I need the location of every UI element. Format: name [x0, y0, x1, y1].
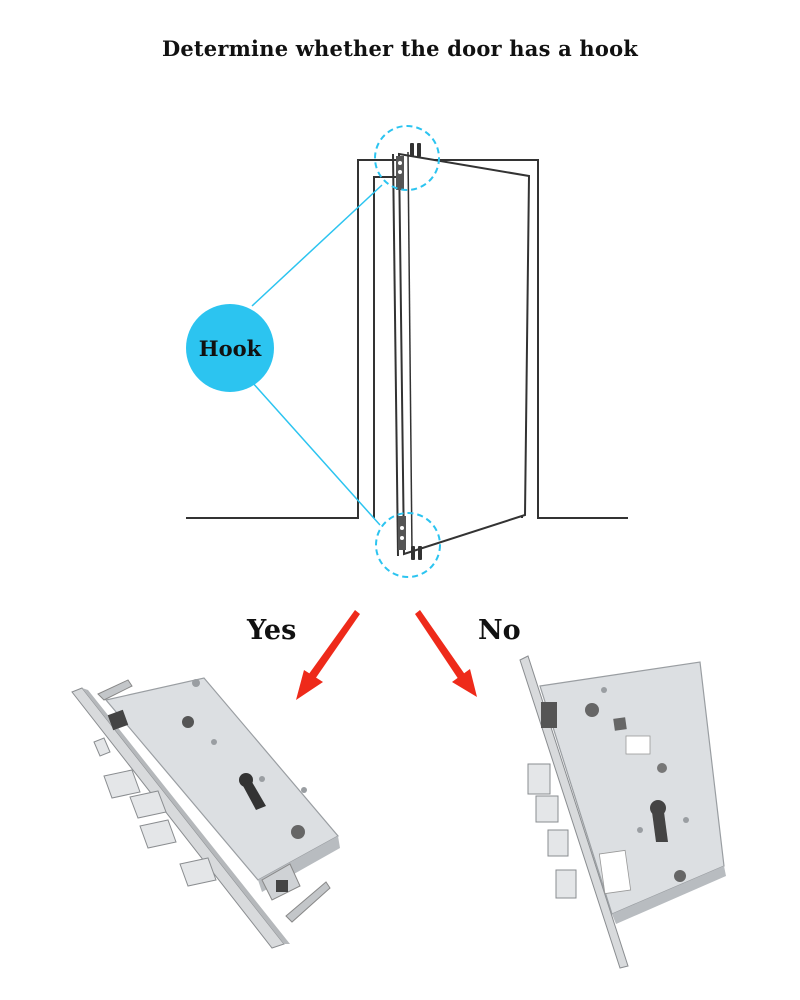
door-panel [397, 152, 531, 556]
floor-and-frame-outline [186, 159, 628, 519]
bottom-hook-dot [400, 536, 404, 540]
no-label: No [478, 615, 521, 646]
bottom-hook-highlight [375, 512, 441, 578]
lock-without-hooks-image [519, 655, 726, 969]
lock-with-hooks-image [71, 677, 340, 949]
bottom-hook-pin [411, 546, 415, 560]
hook-callout: Hook [186, 304, 274, 392]
arrow-no [415, 610, 477, 697]
top-connector-line [251, 184, 383, 307]
top-hook-highlight [374, 125, 440, 191]
bottom-hook-plate [398, 516, 406, 550]
bottom-connector-line [251, 381, 381, 526]
arrow-yes [296, 610, 360, 700]
door-edge [392, 153, 399, 557]
door-edge-inner [407, 151, 413, 553]
top-hook-pin [417, 143, 421, 157]
top-hook-dot [398, 170, 402, 174]
bottom-hook-pin [418, 546, 422, 560]
top-hook-pin [410, 143, 414, 157]
top-hook-dot [398, 161, 402, 165]
page-title: Determine whether the door has a hook [161, 36, 639, 61]
yes-label: Yes [247, 615, 297, 646]
hook-label: Hook [198, 335, 262, 361]
bottom-hook-dot [400, 526, 404, 530]
